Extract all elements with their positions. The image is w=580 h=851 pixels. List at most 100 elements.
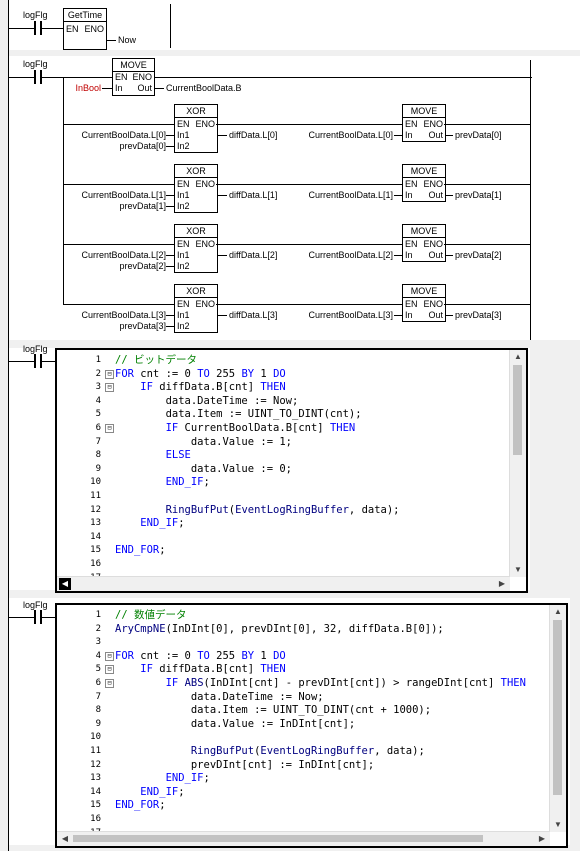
rung1-contact[interactable]: [28, 21, 48, 35]
move-block-top[interactable]: MOVE EN ENO In Out: [112, 58, 155, 96]
code-line[interactable]: 5⊟ IF diffData.B[cnt] THEN: [57, 662, 550, 676]
move-in: In: [405, 190, 413, 200]
code-line[interactable]: 10: [57, 730, 550, 744]
scroll-down-icon[interactable]: ▼: [514, 565, 522, 574]
xor-out-var: diffData.L[3]: [229, 310, 278, 320]
move-in: In: [405, 250, 413, 260]
code-line[interactable]: 6⊟ IF ABS(InDInt[cnt] - prevDInt[cnt]) >…: [57, 676, 550, 690]
st-editor-bit-vscroll[interactable]: ▲ ▼: [509, 350, 526, 577]
code-line[interactable]: 16: [57, 557, 510, 571]
xor-block-name: XOR: [186, 166, 206, 176]
code-line[interactable]: 8 data.Item := UINT_TO_DINT(cnt + 1000);: [57, 703, 550, 717]
code-line[interactable]: 3: [57, 635, 550, 649]
xor-block-name: XOR: [186, 226, 206, 236]
fold-toggle-icon[interactable]: ⊟: [105, 369, 114, 379]
code-line[interactable]: 8 ELSE: [57, 448, 510, 462]
xor-block[interactable]: XOR EN ENO In1 In2: [174, 284, 218, 333]
line-number: 1: [95, 610, 101, 620]
move-block[interactable]: MOVE EN ENO In Out: [402, 284, 446, 322]
code-line[interactable]: 12 prevDInt[cnt] := InDInt[cnt];: [57, 758, 550, 772]
code-line[interactable]: 4 data.DateTime := Now;: [57, 394, 510, 408]
xor-out-var: diffData.L[1]: [229, 190, 278, 200]
rung2-contact[interactable]: [28, 70, 48, 84]
code-token: 1: [254, 367, 274, 380]
code-token: data.Item := UINT_TO_DINT(cnt);: [115, 408, 362, 421]
code-line[interactable]: 14 END_IF;: [57, 785, 550, 799]
code-line[interactable]: 3⊟ IF diffData.B[cnt] THEN: [57, 380, 510, 394]
rung4-contact[interactable]: [28, 610, 48, 624]
xor-in2: In2: [177, 201, 190, 211]
fold-toggle-icon[interactable]: ⊟: [105, 424, 114, 433]
fold-toggle-icon[interactable]: ⊟: [105, 651, 114, 661]
st-editor-bit-hscroll[interactable]: ◀ ▶: [57, 576, 510, 591]
rung3-contact[interactable]: [28, 354, 48, 368]
code-line[interactable]: 1// 数値データ: [57, 608, 550, 622]
code-line[interactable]: 5 data.Item := UINT_TO_DINT(cnt);: [57, 407, 510, 421]
xor-in2: In2: [177, 321, 190, 331]
xor-in1: In1: [177, 190, 190, 200]
fold-toggle-icon[interactable]: ⊟: [105, 679, 114, 688]
code-token: END_IF: [140, 517, 179, 530]
xor-block[interactable]: XOR EN ENO In1 In2: [174, 164, 218, 213]
code-line[interactable]: 13 END_IF;: [57, 771, 550, 785]
xor-block[interactable]: XOR EN ENO In1 In2: [174, 224, 218, 273]
move-top-in-var: InBool: [75, 83, 101, 93]
code-text: data.DateTime := Now;: [115, 394, 299, 408]
code-line[interactable]: 7 data.Value := 1;: [57, 435, 510, 449]
line-number: 11: [90, 746, 101, 756]
code-line[interactable]: 10 END_IF;: [57, 475, 510, 489]
scroll-left-icon[interactable]: ◀: [59, 578, 71, 590]
code-line[interactable]: 9 data.Value := InDInt[cnt];: [57, 717, 550, 731]
code-text: IF ABS(InDInt[cnt] - prevDInt[cnt]) > ra…: [115, 676, 526, 690]
code-line[interactable]: 9 data.Value := 0;: [57, 462, 510, 476]
move-en: EN: [405, 299, 418, 309]
line-number: 4: [95, 650, 101, 661]
code-text: END_FOR;: [115, 543, 166, 557]
code-token: IF: [140, 663, 153, 676]
scroll-right-icon[interactable]: ▶: [498, 579, 506, 588]
move-block[interactable]: MOVE EN ENO In Out: [402, 104, 446, 142]
code-text: data.Item := UINT_TO_DINT(cnt + 1000);: [115, 703, 431, 717]
move-top-name: MOVE: [120, 60, 147, 70]
xor-block[interactable]: XOR EN ENO In1 In2: [174, 104, 218, 153]
scroll-up-icon[interactable]: ▲: [514, 352, 522, 361]
fold-toggle-icon[interactable]: ⊟: [105, 665, 114, 675]
code-token: data.DateTime := Now;: [115, 690, 324, 703]
move-block[interactable]: MOVE EN ENO In Out: [402, 224, 446, 262]
code-token: [115, 786, 140, 798]
code-line[interactable]: 14: [57, 530, 510, 544]
code-line[interactable]: 1// ビットデータ: [57, 353, 510, 367]
code-line[interactable]: 12 RingBufPut(EventLogRingBuffer, data);: [57, 503, 510, 517]
code-line[interactable]: 13 END_IF;: [57, 516, 510, 530]
move-top-en: EN: [115, 72, 128, 82]
code-token: 1: [254, 649, 274, 662]
code-token: [115, 476, 166, 488]
scroll-right-icon[interactable]: ▶: [538, 834, 546, 843]
scroll-down-icon[interactable]: ▼: [554, 820, 562, 829]
move-block[interactable]: MOVE EN ENO In Out: [402, 164, 446, 202]
xor-in2-var: prevData[3]: [119, 321, 166, 331]
code-line[interactable]: 17: [57, 571, 510, 577]
code-line[interactable]: 4⊟FOR cnt := 0 TO 255 BY 1 DO: [57, 649, 550, 663]
st-editor-num-hscroll[interactable]: ◀ ▶: [57, 831, 550, 846]
code-token: IF: [165, 422, 179, 434]
scroll-left-icon[interactable]: ◀: [61, 834, 69, 843]
code-line[interactable]: 2⊟FOR cnt := 0 TO 255 BY 1 DO: [57, 367, 510, 381]
code-line[interactable]: 6⊟ IF CurrentBoolData.B[cnt] THEN: [57, 421, 510, 435]
fold-toggle-icon[interactable]: ⊟: [105, 383, 114, 393]
code-line[interactable]: 11 RingBufPut(EventLogRingBuffer, data);: [57, 744, 550, 758]
scroll-up-icon[interactable]: ▲: [554, 607, 562, 616]
code-line[interactable]: 16: [57, 812, 550, 826]
code-line[interactable]: 17: [57, 826, 550, 832]
code-line[interactable]: 7 data.DateTime := Now;: [57, 690, 550, 704]
gettime-block[interactable]: GetTime EN ENO: [63, 8, 107, 50]
st-editor-num-vscroll[interactable]: ▲ ▼: [549, 605, 566, 832]
code-line[interactable]: 11: [57, 489, 510, 503]
